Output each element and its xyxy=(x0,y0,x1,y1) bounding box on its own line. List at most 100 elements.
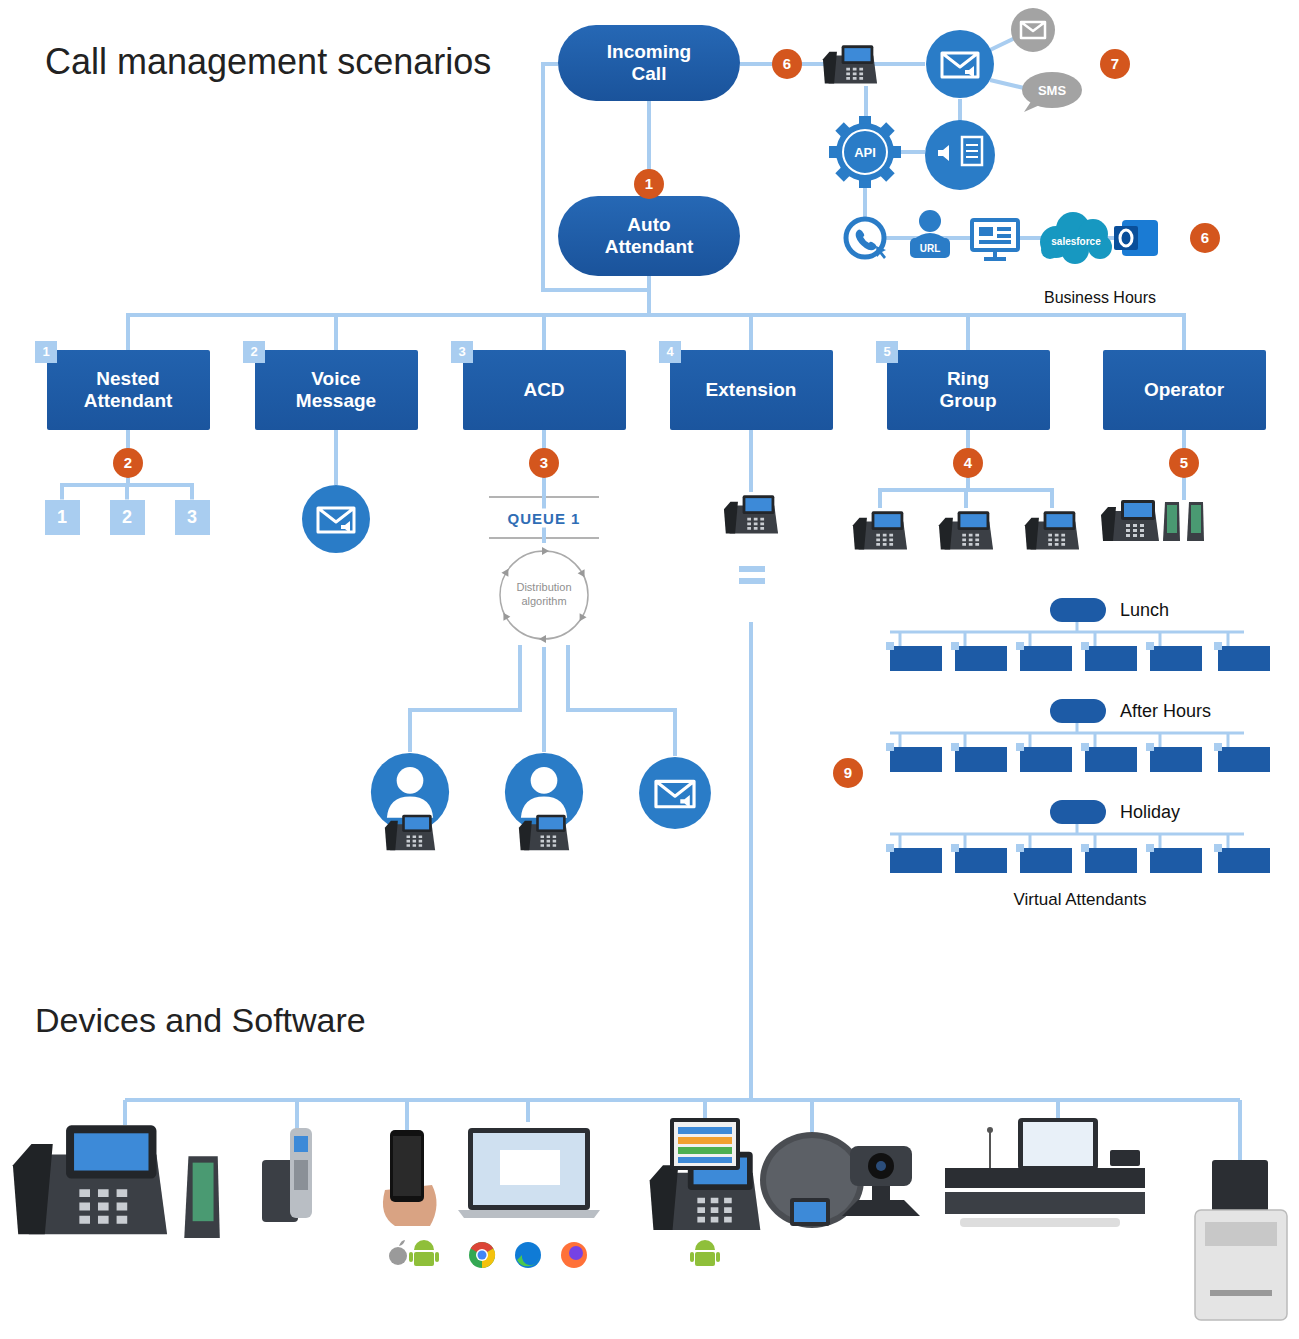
desk-phone xyxy=(1101,500,1159,541)
node-text-group: Auto Attendant xyxy=(599,214,699,258)
callout-number: 9 xyxy=(833,758,863,788)
audio-rack-part xyxy=(987,1127,993,1133)
email-bubble-part xyxy=(1011,8,1055,52)
cycle-arrowhead xyxy=(578,569,588,579)
cycle-ring xyxy=(500,551,588,639)
android-icon-part xyxy=(695,1252,715,1266)
node-label: 1 xyxy=(57,507,67,528)
screen-pop-icon-part xyxy=(972,220,1018,250)
conference-camera-part xyxy=(842,1200,920,1216)
smartphone xyxy=(383,1130,437,1226)
option-number: 1 xyxy=(35,341,57,363)
chrome-icon-part xyxy=(478,1251,487,1260)
pill-shape xyxy=(1050,699,1106,723)
conference-camera-part xyxy=(876,1161,886,1171)
audio-rack-part xyxy=(1023,1122,1093,1166)
node-label: Lunch xyxy=(1120,600,1169,621)
desk-phone xyxy=(519,815,569,851)
voice-to-text-icon-part xyxy=(938,145,949,161)
option-number: 5 xyxy=(876,341,898,363)
menu-option-box: Operator xyxy=(1103,350,1266,430)
icon-label: salesforce xyxy=(1051,236,1100,247)
conference-camera-part xyxy=(872,1186,890,1200)
video-phone-part xyxy=(678,1157,732,1163)
video-phone-part xyxy=(678,1147,732,1154)
android-icon-part xyxy=(435,1252,439,1262)
sms-bubble xyxy=(1022,72,1082,112)
pill-shape xyxy=(1050,800,1106,824)
callout-number: 3 xyxy=(529,448,559,478)
node-text-group: Operator xyxy=(1144,379,1224,401)
connector-line xyxy=(649,276,1184,350)
desk-phone xyxy=(13,1125,167,1234)
flow-lines xyxy=(125,38,1240,1160)
api-gear-part xyxy=(843,130,887,174)
conference-speaker-part xyxy=(794,1202,826,1222)
queue-label: QUEUE 1 xyxy=(502,509,587,528)
conference-camera-part xyxy=(868,1153,894,1179)
url-icon-part xyxy=(919,210,941,232)
cycle-arrowhead xyxy=(539,635,546,643)
callout-number: 2 xyxy=(113,448,143,478)
node-label: Extension xyxy=(706,379,797,401)
icon-label: URL xyxy=(920,243,941,254)
audio-rack-part xyxy=(989,1132,991,1168)
schedule-pill: After Hours xyxy=(1050,699,1214,723)
cycle-arrowhead xyxy=(501,567,511,577)
laptop-part xyxy=(473,1133,585,1205)
icon-label: SMS xyxy=(1038,83,1066,98)
fax-machine xyxy=(1195,1160,1287,1320)
outlook-icon-part xyxy=(1120,230,1132,246)
conference-speaker-part xyxy=(790,1198,830,1226)
dect-phone xyxy=(262,1128,312,1222)
callout-number: 7 xyxy=(1100,49,1130,79)
fax-machine-part xyxy=(1212,1160,1268,1212)
cycle-arrowhead xyxy=(542,547,549,555)
node-label: Operator xyxy=(1144,379,1224,401)
dect-phone-part xyxy=(290,1128,312,1218)
chrome-icon xyxy=(469,1242,495,1268)
caption-text: Virtual Attendants xyxy=(1014,890,1147,910)
node-label: 2 xyxy=(122,507,132,528)
callout-number: 6 xyxy=(772,49,802,79)
dect-phone-part xyxy=(294,1136,308,1152)
node-text-group: Holiday xyxy=(1120,802,1180,823)
email-bubble-part xyxy=(1021,22,1045,38)
voicemail-icon xyxy=(926,30,994,98)
terminal-pill: Incoming Call xyxy=(558,25,740,101)
outlook-icon-part xyxy=(1114,226,1138,250)
click-to-call-icon xyxy=(846,219,886,259)
menu-option-box: Voice Message xyxy=(255,350,418,430)
video-phone xyxy=(650,1118,761,1230)
node-text-group: Incoming Call xyxy=(599,41,699,85)
laptop-part xyxy=(458,1210,600,1218)
menu-option-box: ACD xyxy=(463,350,626,430)
sms-bubble-part xyxy=(1024,100,1042,112)
firefox-icon xyxy=(561,1242,587,1268)
option-number: 3 xyxy=(451,341,473,363)
distribution-circle: Distribution algorithm xyxy=(492,543,596,647)
android-icon-part xyxy=(414,1240,434,1250)
node-label: After Hours xyxy=(1120,701,1211,722)
schedule-pill: Holiday xyxy=(1050,800,1183,824)
apple-icon-part xyxy=(399,1240,405,1246)
voice-to-text-icon-part xyxy=(925,120,995,190)
smartphone-part xyxy=(390,1130,424,1202)
node-text-group: Nested Attendant xyxy=(78,368,178,412)
callout-number: 1 xyxy=(634,169,664,199)
section-heading: Devices and Software xyxy=(35,1001,366,1040)
fax-machine-part xyxy=(1210,1290,1272,1296)
firefox-icon-part xyxy=(569,1246,583,1260)
node-label: Auto Attendant xyxy=(599,214,699,258)
node-label: Incoming Call xyxy=(599,41,699,85)
audio-rack-part xyxy=(1018,1118,1098,1170)
audio-rack-part xyxy=(1110,1150,1140,1166)
menu-option-box: Nested Attendant xyxy=(47,350,210,430)
video-phone-part xyxy=(674,1122,736,1166)
screen-pop-icon xyxy=(972,220,1018,259)
node-text-group: Lunch xyxy=(1120,600,1169,621)
desk-phone xyxy=(939,511,993,549)
voice-to-text-icon-part xyxy=(966,145,978,157)
